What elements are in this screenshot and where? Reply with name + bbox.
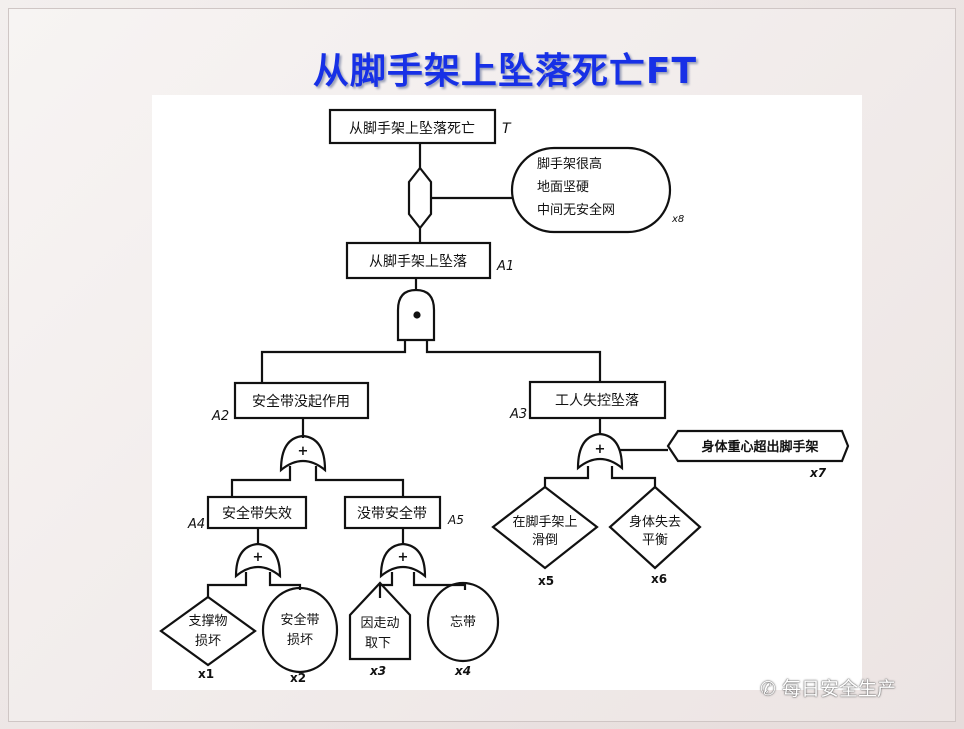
or-gate-a3-icon xyxy=(576,432,624,471)
x4-circle xyxy=(426,581,500,663)
top-event-text: 从脚手架上坠落死亡 xyxy=(349,121,475,137)
x6-id: x6 xyxy=(651,572,667,586)
and-gate-icon xyxy=(396,288,436,342)
x5-line-2: 滑倒 xyxy=(532,533,558,548)
watermark: ✆ 每日安全生产 xyxy=(760,674,896,701)
connector-lines xyxy=(206,143,668,598)
x7-house-event-box xyxy=(666,429,850,463)
a5-box xyxy=(343,495,442,530)
fault-tree-image: 从脚手架上坠落死亡 T 脚手架很高 地面坚硬 中间无安全网 x8 从脚手架上坠落… xyxy=(152,95,862,690)
top-event-box xyxy=(328,108,497,145)
a1-box xyxy=(345,241,492,280)
a3-text: 工人失控坠落 xyxy=(555,393,639,409)
x7-id: x7 xyxy=(809,466,827,480)
a1-id: A1 xyxy=(496,259,514,274)
or-gate-a3-symbol: + xyxy=(595,442,606,457)
or-gate-a2-icon xyxy=(279,434,327,473)
condition-line-3: 中间无安全网 xyxy=(537,202,615,218)
or-gate-a4-symbol: + xyxy=(253,550,264,565)
x3-line-1: 因走动 xyxy=(360,616,399,631)
x6-line-2: 平衡 xyxy=(642,533,668,548)
inhibit-gate-icon xyxy=(407,166,433,230)
x3-line-2: 取下 xyxy=(365,636,391,651)
a4-box xyxy=(206,495,308,530)
condition-id: x8 xyxy=(671,214,684,225)
a2-text: 安全带没起作用 xyxy=(252,393,350,410)
or-gate-a5-icon xyxy=(379,542,427,579)
a3-id: A3 xyxy=(509,407,527,422)
condition-line-1: 脚手架很高 xyxy=(537,156,602,172)
wechat-icon: ✆ xyxy=(760,678,782,700)
top-event-id: T xyxy=(502,121,512,137)
a1-text: 从脚手架上坠落 xyxy=(369,254,467,270)
x5-id: x5 xyxy=(538,574,554,588)
x2-circle xyxy=(261,586,339,674)
x2-id: x2 xyxy=(290,671,306,685)
x4-id: x4 xyxy=(454,664,471,678)
x1-line-1: 支撑物 xyxy=(188,614,227,629)
a4-text: 安全带失效 xyxy=(222,505,292,522)
watermark-text: 每日安全生产 xyxy=(781,678,896,700)
x1-diamond xyxy=(159,595,257,667)
condition-oval xyxy=(510,146,672,234)
x2-line-1: 安全带 xyxy=(280,612,319,628)
x7-text: 身体重心超出脚手架 xyxy=(701,439,818,455)
x5-line-1: 在脚手架上 xyxy=(512,514,577,530)
x1-line-2: 损坏 xyxy=(195,634,221,649)
a3-box xyxy=(528,380,667,420)
x2-line-2: 损坏 xyxy=(287,633,313,648)
a5-text: 没带安全带 xyxy=(357,505,427,522)
or-gate-a2-symbol: + xyxy=(298,444,309,459)
x3-pentagon xyxy=(348,581,412,661)
a4-id: A4 xyxy=(187,517,205,532)
or-gate-a5-symbol: + xyxy=(398,550,409,565)
x1-id: x1 xyxy=(198,667,214,681)
a5-id: A5 xyxy=(447,513,464,527)
x6-diamond xyxy=(608,485,702,570)
x5-diamond xyxy=(491,485,599,570)
slide-title: 从脚手架上坠落死亡FT xyxy=(312,51,698,92)
x6-line-1: 身体失去 xyxy=(629,514,681,530)
a2-box xyxy=(233,381,370,420)
and-gate-dot xyxy=(413,311,421,319)
a2-id: A2 xyxy=(211,409,229,424)
condition-line-2: 地面坚硬 xyxy=(537,180,589,195)
x3-id: x3 xyxy=(369,664,386,678)
x4-text: 忘带 xyxy=(450,615,476,630)
or-gate-a4-icon xyxy=(234,542,282,579)
